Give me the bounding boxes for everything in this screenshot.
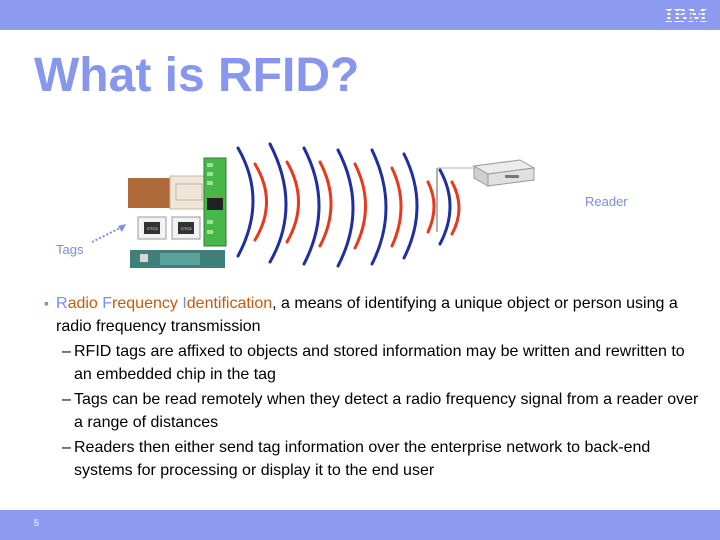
sub-bullet-text: RFID tags are affixed to objects and sto…	[74, 343, 685, 383]
header-bar: IBM	[0, 0, 720, 30]
reader-label: Reader	[585, 194, 628, 209]
sub-bullet: – RFID tags are affixed to objects and s…	[62, 340, 704, 386]
term-part: requency	[112, 295, 183, 312]
tags-arrow	[91, 225, 125, 243]
chip-tag-image: CTC3 CTC3	[137, 216, 201, 240]
slide-title: What is RFID?	[34, 49, 360, 102]
sub-bullet: – Tags can be read remotely when they de…	[62, 388, 704, 434]
chip-text: CTC3	[147, 226, 158, 231]
reader-device-image	[472, 159, 536, 187]
chip-text: CTC3	[181, 226, 192, 231]
ibm-logo: IBM	[665, 5, 708, 27]
green-board-tag-image	[203, 157, 227, 247]
radio-waves	[236, 142, 461, 268]
rfid-illustration: CTC3 CTC3	[91, 142, 536, 268]
sub-bullet-text: Tags can be read remotely when they dete…	[74, 391, 699, 431]
tags-label: Tags	[56, 242, 84, 257]
long-board-tag-image	[130, 250, 225, 268]
dash-marker: –	[62, 439, 71, 456]
term-part: dentification	[186, 295, 273, 312]
sub-bullet-text: Readers then either send tag information…	[74, 439, 651, 479]
dash-marker: –	[62, 391, 71, 408]
bullet-marker: ▪	[44, 295, 49, 311]
term-letter-i: I	[182, 295, 187, 312]
main-bullet: ▪ Radio Frequency Identification, a mean…	[44, 292, 704, 338]
footer-bar	[0, 510, 720, 540]
term-part: adio	[67, 295, 103, 312]
sub-bullet: – Readers then either send tag informati…	[62, 436, 704, 482]
paper-tag-image	[128, 175, 211, 210]
bullet-list: ▪ Radio Frequency Identification, a mean…	[44, 292, 704, 484]
dash-marker: –	[62, 343, 71, 360]
sub-bullet-list: – RFID tags are affixed to objects and s…	[44, 340, 704, 482]
term-letter-f: F	[102, 295, 113, 312]
page-number: 5	[34, 518, 40, 528]
main-bullet-text: , a means of identifying a unique object…	[56, 295, 678, 335]
tags-arrow-head	[118, 224, 126, 232]
term-letter-r: R	[56, 295, 68, 312]
